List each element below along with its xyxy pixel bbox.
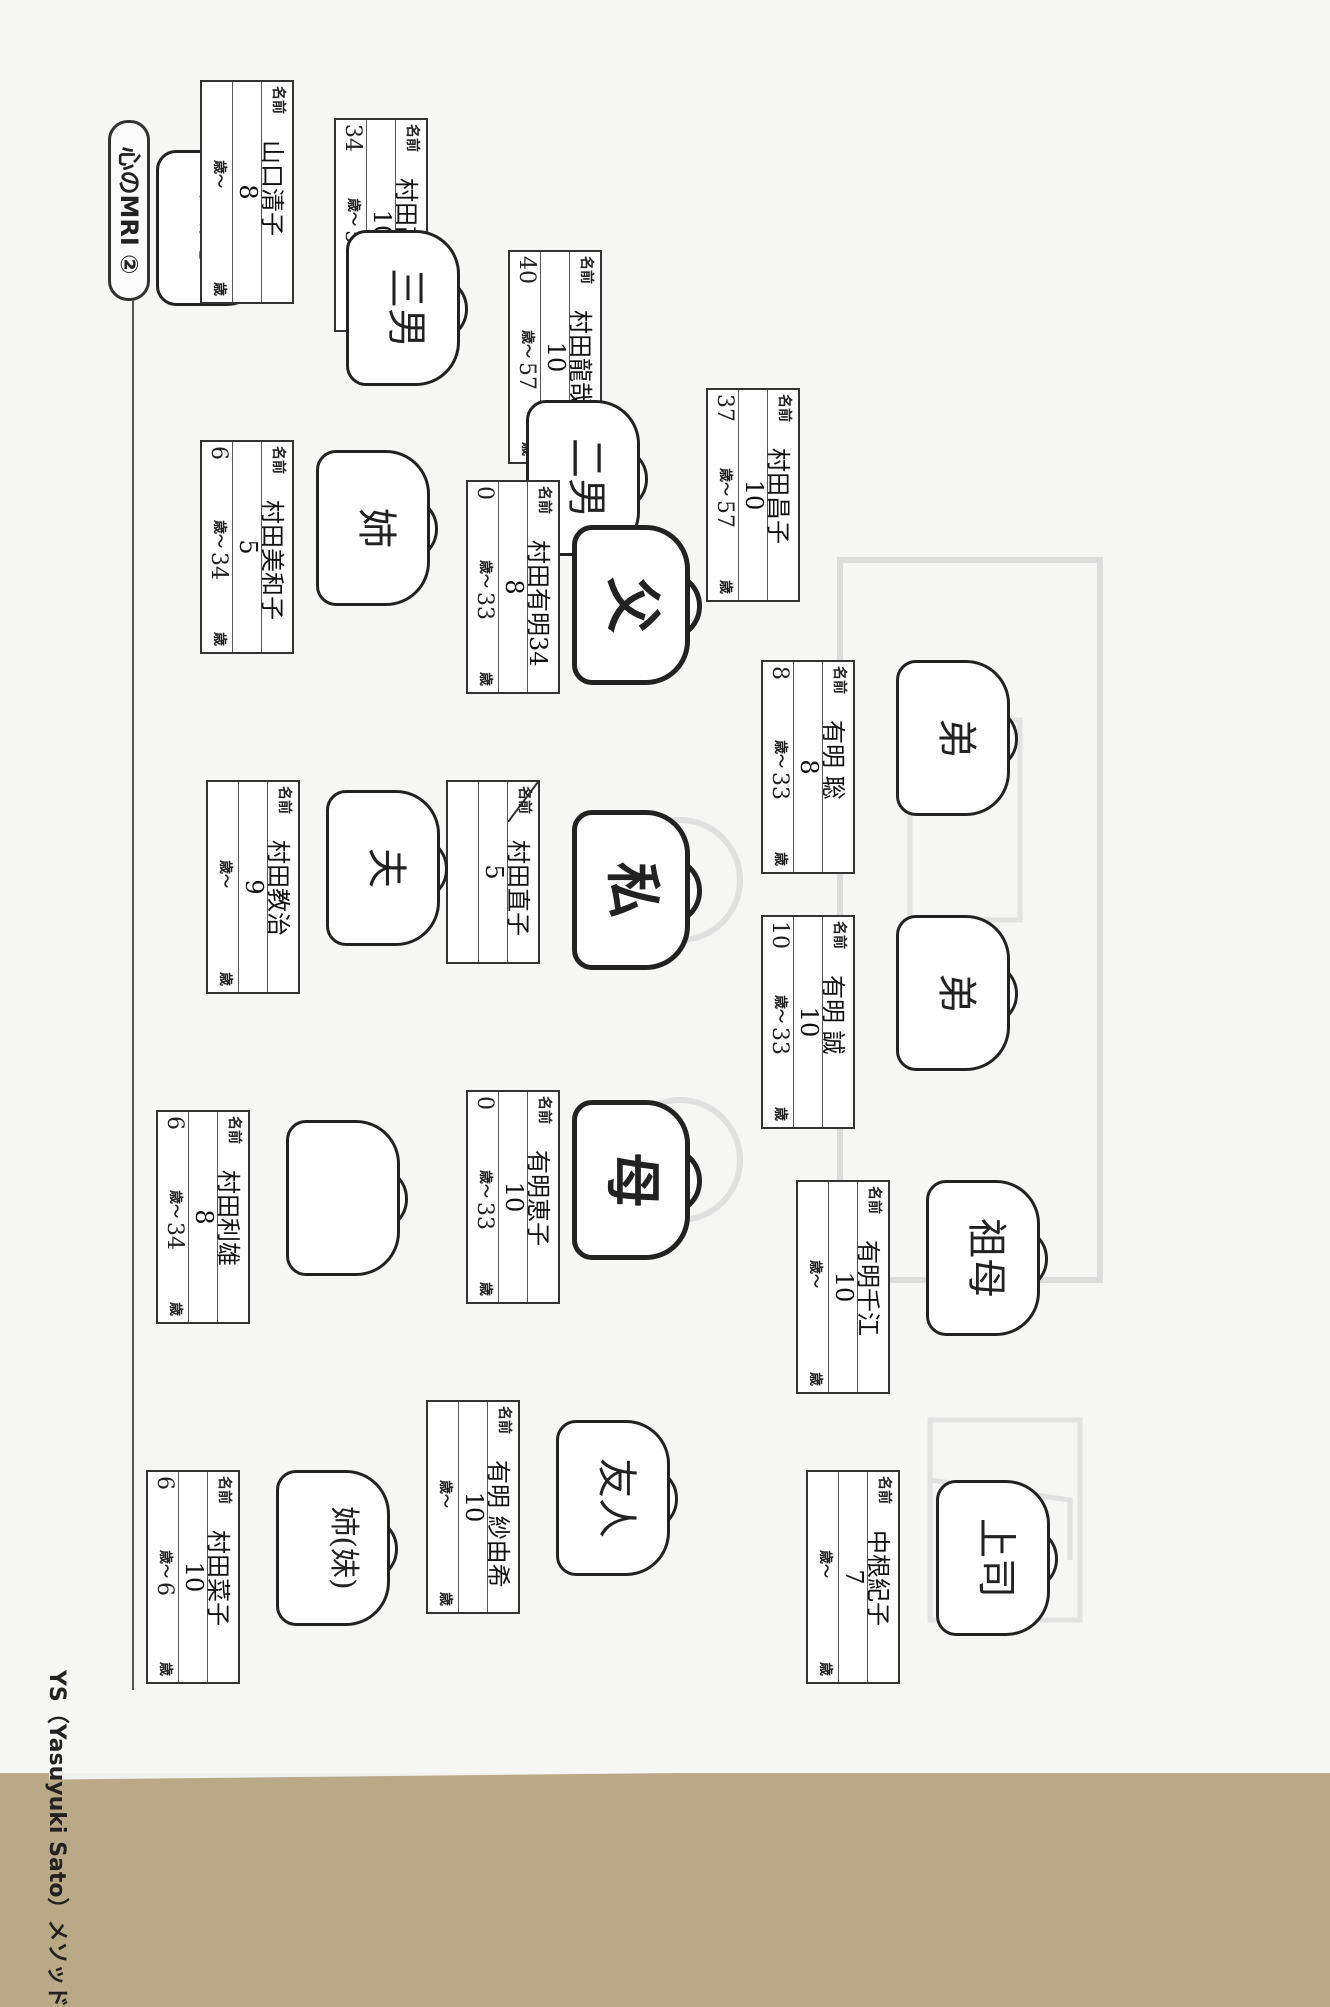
person-card-otto: 名前 村田教治 9 歳～歳 — [206, 780, 300, 994]
person-card-watashi: 名前 村田直子 5 — [446, 780, 540, 964]
title-rule — [132, 300, 134, 1690]
person-card-fujin: 名前 山口清子 8 歳～歳 — [200, 80, 294, 304]
person-card-joushi: 名前 中根紀子 7 歳～歳 — [806, 1470, 900, 1684]
person-card-sobo: 名前 有明千江 10 歳～歳 — [796, 1180, 890, 1394]
worksheet-title: 心のMRI ② — [108, 120, 150, 301]
person-card-yujin: 名前 有明 紗由希 10 歳～歳 — [426, 1400, 520, 1614]
credit-text: YS（Yasuyuki Sato）メソッド — [44, 1670, 69, 2007]
